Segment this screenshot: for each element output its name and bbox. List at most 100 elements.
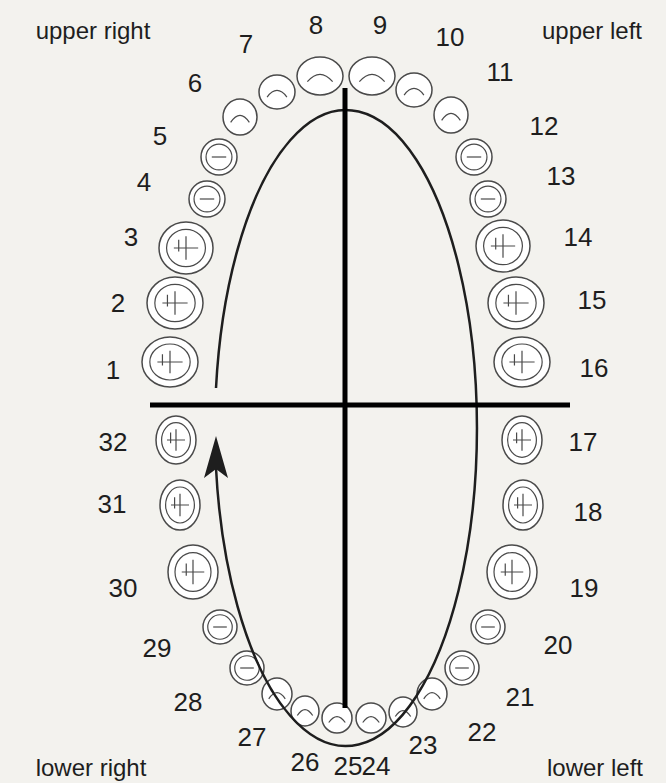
tooth-outline bbox=[259, 75, 295, 109]
tooth-outline bbox=[156, 416, 196, 464]
tooth-fissure bbox=[467, 156, 481, 157]
tooth-crown bbox=[476, 220, 530, 272]
tooth-fissure bbox=[513, 429, 531, 451]
tooth-number: 3 bbox=[124, 224, 138, 250]
tooth-fissure bbox=[167, 429, 185, 451]
midline bbox=[343, 88, 348, 708]
tooth-fissure bbox=[514, 494, 532, 517]
tooth-number: 25 bbox=[334, 753, 363, 779]
tooth-occlusal bbox=[461, 144, 487, 170]
tooth-edge bbox=[231, 115, 250, 122]
tooth-outline bbox=[147, 277, 203, 329]
tooth-edge bbox=[297, 710, 312, 716]
tooth-outline bbox=[396, 73, 432, 107]
tooth-crown bbox=[503, 480, 543, 530]
tooth-outline bbox=[503, 480, 543, 530]
tooth-edge bbox=[359, 74, 384, 81]
tooth-number: 24 bbox=[362, 753, 391, 779]
tooth-number: 10 bbox=[436, 24, 465, 50]
tooth-fissure bbox=[481, 626, 495, 627]
quadrant-label: upper left bbox=[542, 19, 642, 43]
tooth-edge bbox=[404, 88, 424, 95]
teeth-group bbox=[142, 57, 550, 733]
tooth-fissure bbox=[157, 351, 182, 374]
tooth-number: 9 bbox=[373, 12, 387, 38]
tooth-outline bbox=[445, 651, 479, 685]
tooth-fissure bbox=[212, 156, 226, 157]
tooth-fissure bbox=[501, 560, 524, 584]
tooth-crown bbox=[502, 416, 542, 464]
tooth-fissure bbox=[213, 626, 227, 627]
tooth-occlusal bbox=[162, 423, 191, 458]
tooth-occlusal bbox=[475, 186, 501, 212]
tooth-number: 19 bbox=[570, 575, 599, 601]
tooth-occlusal bbox=[150, 344, 190, 380]
tooth-crown bbox=[160, 480, 200, 530]
tooth-occlusal bbox=[206, 144, 232, 170]
tooth-crown bbox=[156, 416, 196, 464]
tooth-number: 5 bbox=[153, 123, 167, 149]
tooth-occlusal bbox=[502, 344, 542, 380]
tooth-crown bbox=[356, 703, 386, 733]
tooth-crown bbox=[456, 139, 492, 175]
tooth-crown bbox=[434, 97, 468, 133]
tooth-outline bbox=[470, 181, 506, 217]
tooth-occlusal bbox=[167, 229, 206, 266]
tooth-fissure bbox=[455, 667, 469, 668]
tooth-number: 20 bbox=[544, 632, 573, 658]
tooth-outline bbox=[471, 610, 505, 644]
tooth-number: 2 bbox=[111, 290, 125, 316]
tooth-occlusal bbox=[194, 186, 220, 212]
tooth-crown bbox=[201, 139, 237, 175]
tooth-crown bbox=[223, 99, 257, 135]
tooth-crown bbox=[147, 277, 203, 329]
tooth-fissure bbox=[162, 291, 187, 314]
tooth-number: 18 bbox=[574, 499, 603, 525]
tooth-crown bbox=[349, 57, 395, 95]
tooth-crown bbox=[417, 678, 447, 710]
tooth-outline bbox=[203, 610, 237, 644]
tooth-fissure bbox=[240, 667, 254, 668]
tooth-fissure bbox=[509, 351, 534, 374]
tooth-number: 16 bbox=[580, 355, 609, 381]
tooth-outline bbox=[417, 678, 447, 710]
tooth-occlusal bbox=[155, 284, 195, 321]
tooth-crown bbox=[396, 73, 432, 107]
tooth-crown bbox=[297, 57, 343, 95]
quadrant-label: lower left bbox=[547, 756, 643, 780]
tooth-outline bbox=[142, 337, 198, 387]
tooth-edge bbox=[267, 90, 287, 97]
tooth-edge bbox=[442, 113, 461, 120]
tooth-crown bbox=[203, 610, 237, 644]
tooth-number: 4 bbox=[137, 169, 151, 195]
tooth-number: 21 bbox=[506, 684, 535, 710]
tooth-number: 29 bbox=[143, 635, 172, 661]
tooth-number: 8 bbox=[309, 12, 323, 38]
tooth-outline bbox=[189, 181, 225, 217]
tooth-number: 22 bbox=[468, 719, 497, 745]
tooth-number: 28 bbox=[174, 689, 203, 715]
tooth-outline bbox=[356, 703, 386, 733]
tooth-crown bbox=[470, 181, 506, 217]
tooth-edge bbox=[363, 717, 380, 723]
tooth-crown bbox=[488, 277, 544, 329]
tooth-number: 15 bbox=[578, 287, 607, 313]
tooth-crown bbox=[471, 610, 505, 644]
tooth-occlusal bbox=[484, 227, 523, 264]
tooth-occlusal bbox=[175, 553, 211, 592]
tooth-number: 17 bbox=[569, 429, 598, 455]
tooth-occlusal bbox=[509, 487, 538, 523]
tooth-fissure bbox=[503, 291, 528, 314]
tooth-crown bbox=[142, 337, 198, 387]
tooth-occlusal bbox=[450, 656, 474, 680]
tooth-outline bbox=[297, 57, 343, 95]
tooth-edge bbox=[329, 717, 346, 723]
tooth-crown bbox=[494, 337, 550, 387]
tooth-number: 14 bbox=[564, 224, 593, 250]
tooth-fissure bbox=[171, 494, 189, 517]
tooth-crown bbox=[189, 181, 225, 217]
tooth-crown bbox=[168, 545, 218, 599]
tooth-number: 26 bbox=[291, 749, 320, 775]
